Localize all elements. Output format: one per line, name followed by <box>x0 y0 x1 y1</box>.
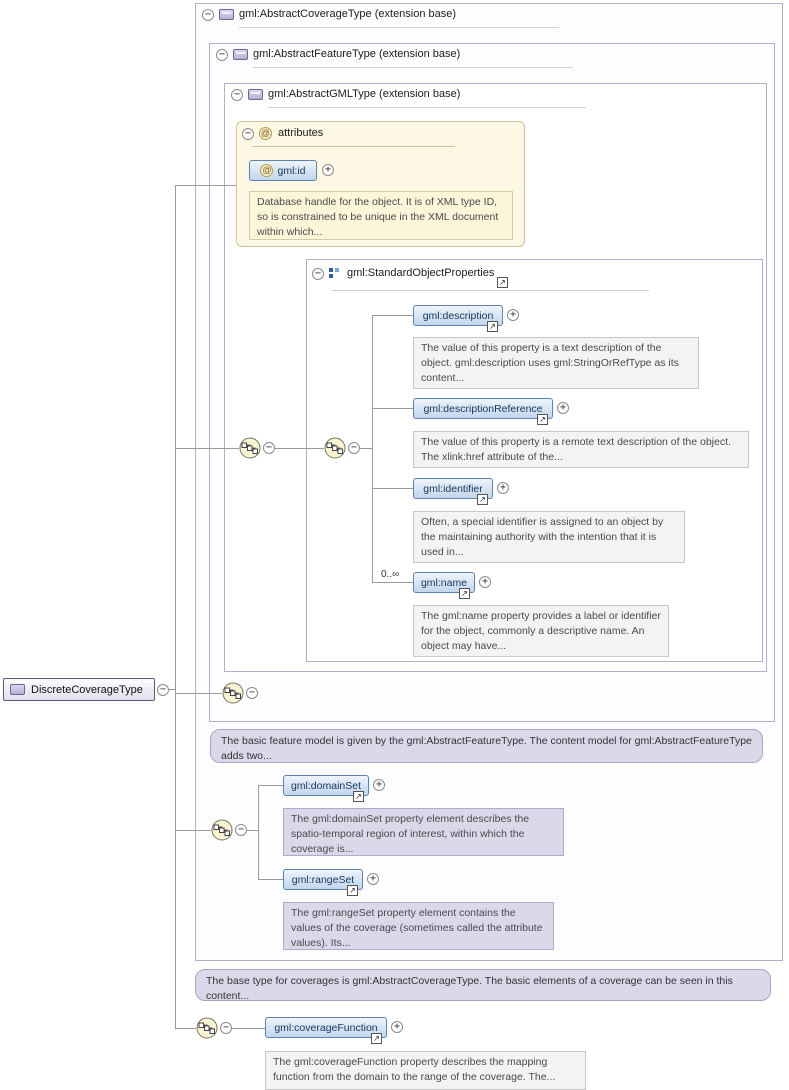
note-coverage-base: The base type for coverages is gml:Abstr… <box>195 969 771 1002</box>
cardinality-label: 0..∞ <box>381 569 400 580</box>
connector <box>372 408 413 409</box>
header-rule <box>252 146 455 147</box>
connector <box>175 830 211 831</box>
attribute-icon: @ <box>260 164 274 177</box>
note-feature-model: The basic feature model is given by the … <box>210 729 763 763</box>
element-label: gml:coverageFunction <box>274 1021 378 1034</box>
collapse-icon[interactable]: − <box>220 1022 232 1034</box>
connector <box>175 448 239 449</box>
element-label: gml:description <box>422 309 494 322</box>
sequence-icon[interactable] <box>196 1017 218 1039</box>
doc-gml-coverage-function: The gml:coverageFunction property descri… <box>265 1051 586 1090</box>
connector <box>258 785 259 880</box>
doc-gml-name: The gml:name property provides a label o… <box>413 605 669 657</box>
expand-icon[interactable]: + <box>391 1021 403 1033</box>
attribute-icon: @ <box>259 127 272 140</box>
connector <box>372 488 413 489</box>
abstract-coverage-type-label: gml:AbstractCoverageType (extension base… <box>239 8 457 20</box>
header-rule <box>331 290 649 291</box>
abstract-feature-type-label: gml:AbstractFeatureType (extension base) <box>253 48 461 60</box>
reference-link-icon[interactable]: ↗ <box>537 414 548 425</box>
connector <box>360 448 372 449</box>
connector <box>258 879 283 880</box>
model-group-icon <box>328 266 340 278</box>
connector <box>372 315 413 316</box>
connector <box>275 448 324 449</box>
connector <box>175 1028 196 1029</box>
reference-link-icon[interactable]: ↗ <box>497 277 508 288</box>
complex-type-icon <box>248 89 263 100</box>
connector <box>247 830 258 831</box>
sequence-icon[interactable] <box>222 682 244 704</box>
expand-icon[interactable]: + <box>479 576 491 588</box>
sequence-icon[interactable] <box>211 819 233 841</box>
collapse-icon[interactable]: − <box>246 687 258 699</box>
element-gml-coverage-function[interactable]: gml:coverageFunction <box>265 1017 387 1038</box>
doc-gml-range-set: The gml:rangeSet property element contai… <box>283 902 554 950</box>
element-gml-description[interactable]: gml:description <box>413 305 503 326</box>
doc-gml-description: The value of this property is a text des… <box>413 337 699 389</box>
collapse-icon[interactable]: − <box>216 49 228 61</box>
expand-icon[interactable]: + <box>322 164 334 176</box>
element-label: gml:domainSet <box>290 779 362 792</box>
doc-gml-id: Database handle for the object. It is of… <box>249 191 513 240</box>
element-gml-identifier[interactable]: gml:identifier <box>413 478 493 499</box>
connector <box>232 1028 265 1029</box>
header-rule <box>268 107 586 108</box>
element-gml-name[interactable]: gml:name <box>413 572 475 593</box>
expand-icon[interactable]: + <box>557 402 569 414</box>
reference-link-icon[interactable]: ↗ <box>371 1033 382 1044</box>
element-label: gml:identifier <box>423 482 483 495</box>
doc-gml-identifier: Often, a special identifier is assigned … <box>413 511 685 563</box>
reference-link-icon[interactable]: ↗ <box>347 885 358 896</box>
collapse-icon[interactable]: − <box>263 442 275 454</box>
element-gml-description-reference[interactable]: gml:descriptionReference <box>413 398 553 419</box>
reference-link-icon[interactable]: ↗ <box>353 791 364 802</box>
connector <box>175 185 236 186</box>
collapse-icon[interactable]: − <box>202 9 214 21</box>
expand-icon[interactable]: + <box>367 873 379 885</box>
collapse-icon[interactable]: − <box>348 442 360 454</box>
attributes-group-label: attributes <box>278 127 324 139</box>
collapse-icon[interactable]: − <box>312 268 324 280</box>
element-gml-domain-set[interactable]: gml:domainSet <box>283 775 369 796</box>
sequence-icon[interactable] <box>324 437 346 459</box>
expand-icon[interactable]: + <box>373 779 385 791</box>
connector <box>169 689 175 690</box>
collapse-icon[interactable]: − <box>235 824 247 836</box>
doc-gml-description-reference: The value of this property is a remote t… <box>413 431 749 468</box>
complex-type-icon <box>219 9 234 20</box>
collapse-icon[interactable]: − <box>157 684 169 696</box>
attribute-label: gml:id <box>277 164 306 177</box>
header-rule <box>239 27 559 28</box>
abstract-gml-type-label: gml:AbstractGMLType (extension base) <box>268 88 461 100</box>
element-label: gml:name <box>420 576 468 589</box>
connector <box>175 693 222 694</box>
reference-link-icon[interactable]: ↗ <box>459 588 470 599</box>
element-gml-range-set[interactable]: gml:rangeSet <box>283 869 363 890</box>
collapse-icon[interactable]: − <box>242 128 254 140</box>
standard-object-properties-label: gml:StandardObjectProperties <box>347 267 495 279</box>
reference-link-icon[interactable]: ↗ <box>487 321 498 332</box>
expand-icon[interactable]: + <box>507 309 519 321</box>
root-element-discrete-coverage-type[interactable]: DiscreteCoverageType <box>3 678 155 701</box>
element-label: gml:rangeSet <box>291 873 355 886</box>
sequence-icon[interactable] <box>239 437 261 459</box>
connector <box>258 785 283 786</box>
header-rule <box>253 67 573 68</box>
expand-icon[interactable]: + <box>497 482 509 494</box>
connector <box>175 185 176 1029</box>
collapse-icon[interactable]: − <box>231 89 243 101</box>
complex-type-icon <box>233 49 248 60</box>
element-label: gml:descriptionReference <box>423 402 543 415</box>
connector <box>372 582 413 583</box>
connector <box>372 315 373 582</box>
doc-gml-domain-set: The gml:domainSet property element descr… <box>283 808 564 856</box>
reference-link-icon[interactable]: ↗ <box>477 494 488 505</box>
root-element-label: DiscreteCoverageType <box>31 683 143 696</box>
attribute-gml-id[interactable]: @ gml:id <box>249 160 317 181</box>
complex-type-icon <box>10 684 25 695</box>
